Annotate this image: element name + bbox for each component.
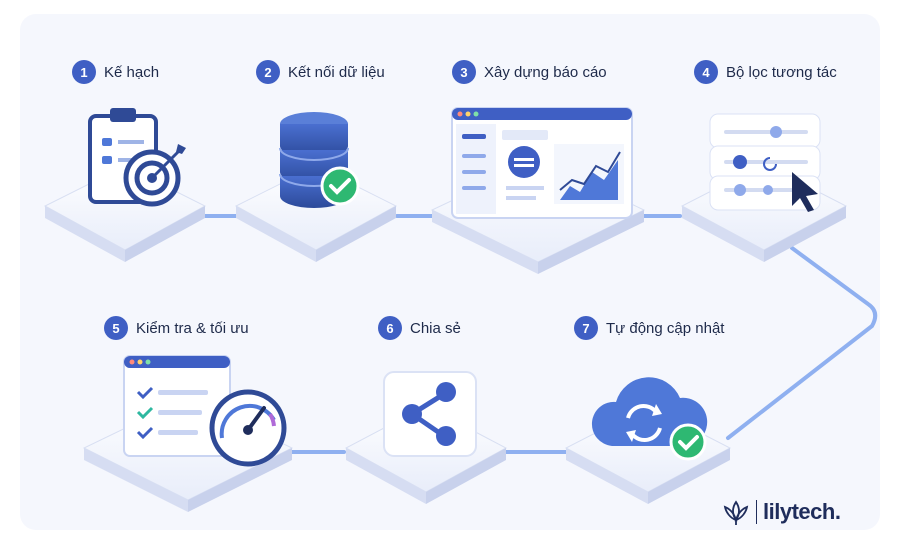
step-title: Kết nối dữ liệu	[288, 63, 385, 81]
step-number-badge: 1	[72, 60, 96, 84]
step-title: Tự động cập nhật	[606, 319, 725, 337]
checklist-gauge-icon	[123, 355, 287, 467]
step-7-label: 7 Tự động cập nhật	[574, 316, 724, 340]
step-title: Kế hạch	[104, 63, 160, 81]
step-4-label: 4 Bộ lọc tương tác	[694, 60, 837, 84]
share-icon	[383, 371, 477, 457]
step-number-badge: 5	[104, 316, 128, 340]
step-number-badge: 4	[694, 60, 718, 84]
brand-name: lilytech.	[763, 499, 841, 524]
step-5-label: 5 Kiểm tra & tối ưu	[104, 316, 249, 340]
step-6-label: 6 Chia sẻ	[378, 316, 461, 340]
connector-4-7	[726, 246, 878, 440]
lily-flower-icon	[723, 500, 749, 525]
step-number-badge: 2	[256, 60, 280, 84]
brand-logo: lilytech.	[722, 498, 841, 526]
step-number-badge: 3	[452, 60, 476, 84]
step-title: Chia sẻ	[410, 319, 461, 337]
step-title: Bộ lọc tương tác	[726, 63, 837, 81]
brand-divider	[756, 500, 757, 524]
step-title: Xây dựng báo cáo	[484, 63, 607, 81]
clipboard-target-icon	[88, 108, 186, 207]
step-title: Kiểm tra & tối ưu	[136, 319, 249, 337]
step-2-label: 2 Kết nối dữ liệu	[256, 60, 385, 84]
step-1-label: 1 Kế hạch	[72, 60, 159, 84]
step-number-badge: 7	[574, 316, 598, 340]
database-check-icon	[279, 112, 360, 208]
cloud-sync-icon	[591, 377, 708, 461]
step-3-label: 3 Xây dựng báo cáo	[452, 60, 607, 84]
filter-sliders-icon	[709, 113, 821, 212]
step-number-badge: 6	[378, 316, 402, 340]
dashboard-report-icon	[451, 107, 633, 219]
